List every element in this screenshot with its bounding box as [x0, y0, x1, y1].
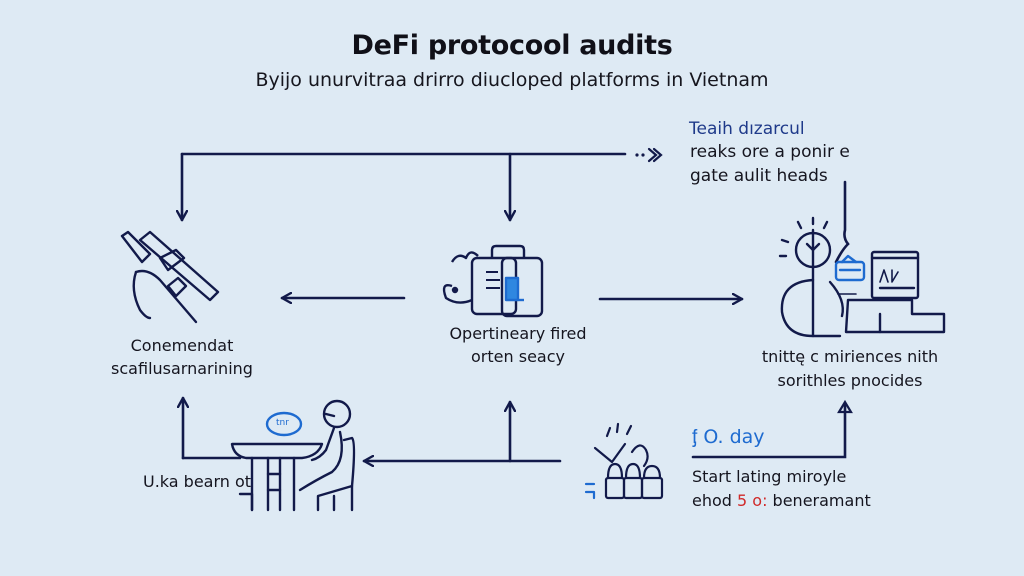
note-line-2: gate aulit heads: [690, 166, 828, 186]
person-computer-icon: [778, 216, 946, 338]
bottom-right-label-2: ehod 5 o: beneramant: [692, 490, 871, 512]
left-node-label-1: Conemendat: [130, 336, 234, 355]
right-node-label-2: sorithles pnocides: [777, 371, 923, 390]
note-connector-line: [834, 180, 850, 264]
label-part-a: ehod: [692, 491, 738, 510]
team-group-icon: [584, 422, 664, 500]
diagram-title: DeFi protocool audits: [351, 30, 673, 61]
hand-tool-icon: [120, 230, 220, 324]
label-part-b: beneramant: [767, 491, 871, 510]
bottom-right-label-1: Start lating miroyle: [692, 467, 847, 486]
bottom-right-connector: [691, 402, 847, 459]
diagram-subtitle: Byijo unurvitraa drirro diucloped platfo…: [255, 69, 769, 91]
bottom-left-label: U.ka bearn ot: [143, 472, 252, 491]
note-title: Teaih dızarcul: [689, 119, 805, 139]
person-at-desk-icon: [230, 399, 356, 512]
center-node-label-1: Opertineary fired: [449, 324, 587, 343]
right-node-label-1: tnittę c miriences nith: [761, 347, 939, 366]
center-node-label-2: orten seacy: [471, 347, 565, 366]
note-line-1: reaks ore a ponir e: [690, 142, 850, 162]
day-label: ᶂ O. day: [692, 426, 765, 448]
desk-badge-text: tnr: [276, 418, 289, 428]
highlight-value: 5 o:: [737, 491, 768, 510]
left-node-label-2: scafilusarnarining: [111, 359, 253, 378]
arrow-up-right-head: [837, 399, 853, 414]
document-bag-icon: [442, 244, 544, 318]
dotted-arrow-icon: [635, 147, 663, 163]
